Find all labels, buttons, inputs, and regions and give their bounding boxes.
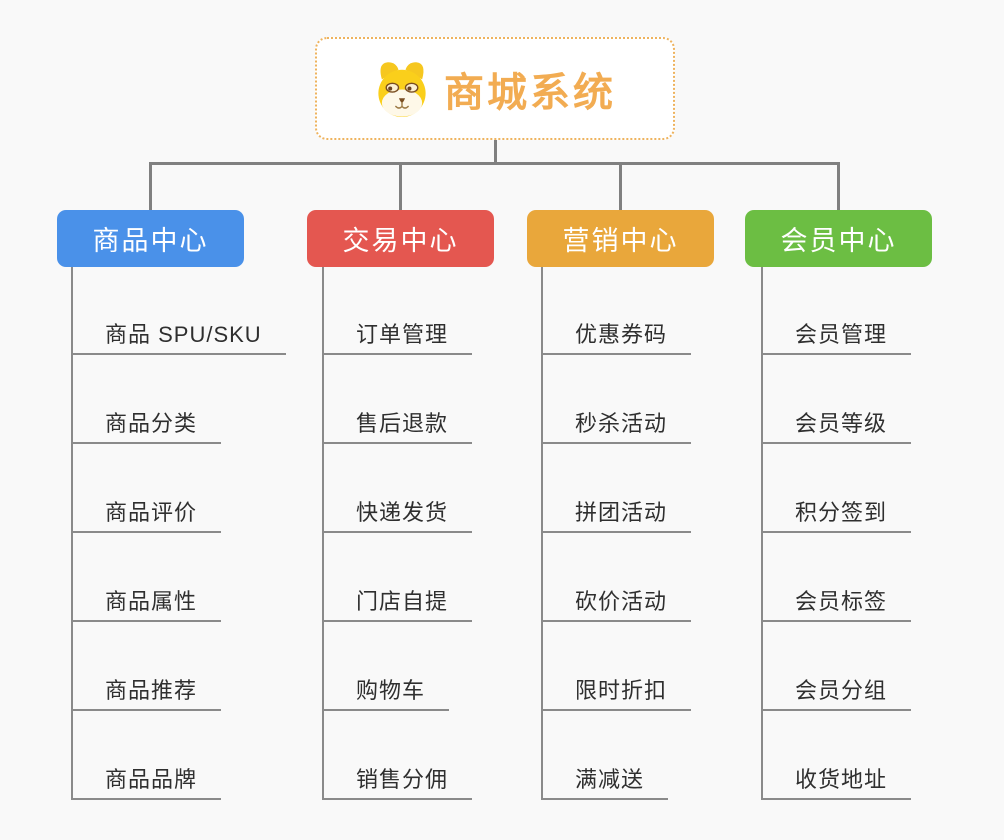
leaf-item[interactable]: 砍价活动: [541, 584, 692, 622]
leaf-item[interactable]: 限时折扣: [541, 673, 692, 711]
leaf-item[interactable]: 积分签到: [761, 495, 912, 533]
leaf-item[interactable]: 优惠券码: [541, 317, 692, 355]
leaf-item[interactable]: 商品评价: [71, 495, 222, 533]
leaf-item[interactable]: 会员分组: [761, 673, 912, 711]
leaf-item[interactable]: 会员管理: [761, 317, 912, 355]
branch-spine-marketing: [541, 267, 543, 800]
leaf-item[interactable]: 订单管理: [322, 317, 473, 355]
dog-face-icon: [374, 60, 430, 118]
connector-drop-member: [837, 164, 840, 210]
connector-bus: [149, 162, 840, 165]
leaf-item[interactable]: 商品分类: [71, 406, 222, 444]
branch-header-marketing-center[interactable]: 营销中心: [527, 210, 714, 267]
branch-spine-trade: [322, 267, 324, 800]
leaf-item[interactable]: 商品品牌: [71, 762, 222, 800]
root-title: 商城系统: [444, 70, 616, 115]
connector-drop-trade: [399, 164, 402, 210]
leaf-item[interactable]: 拼团活动: [541, 495, 692, 533]
leaf-item[interactable]: 商品 SPU/SKU: [71, 317, 286, 355]
connector-root-stem: [494, 140, 497, 163]
connector-drop-marketing: [619, 164, 622, 210]
leaf-item[interactable]: 满减送: [541, 762, 669, 800]
branch-header-product-center[interactable]: 商品中心: [57, 210, 244, 267]
leaf-item[interactable]: 会员标签: [761, 584, 912, 622]
branch-spine-member: [761, 267, 763, 800]
leaf-item[interactable]: 会员等级: [761, 406, 912, 444]
root-node[interactable]: 商城系统: [315, 37, 675, 140]
connector-drop-product: [149, 164, 152, 210]
branch-header-trade-center[interactable]: 交易中心: [307, 210, 494, 267]
leaf-item[interactable]: 售后退款: [322, 406, 473, 444]
leaf-item[interactable]: 快递发货: [322, 495, 473, 533]
branch-header-member-center[interactable]: 会员中心: [745, 210, 932, 267]
leaf-item[interactable]: 商品属性: [71, 584, 222, 622]
leaf-item[interactable]: 商品推荐: [71, 673, 222, 711]
leaf-item[interactable]: 销售分佣: [322, 762, 473, 800]
branch-spine-product: [71, 267, 73, 800]
leaf-item[interactable]: 收货地址: [761, 762, 912, 800]
leaf-item[interactable]: 门店自提: [322, 584, 473, 622]
leaf-item[interactable]: 秒杀活动: [541, 406, 692, 444]
leaf-item[interactable]: 购物车: [322, 673, 450, 711]
